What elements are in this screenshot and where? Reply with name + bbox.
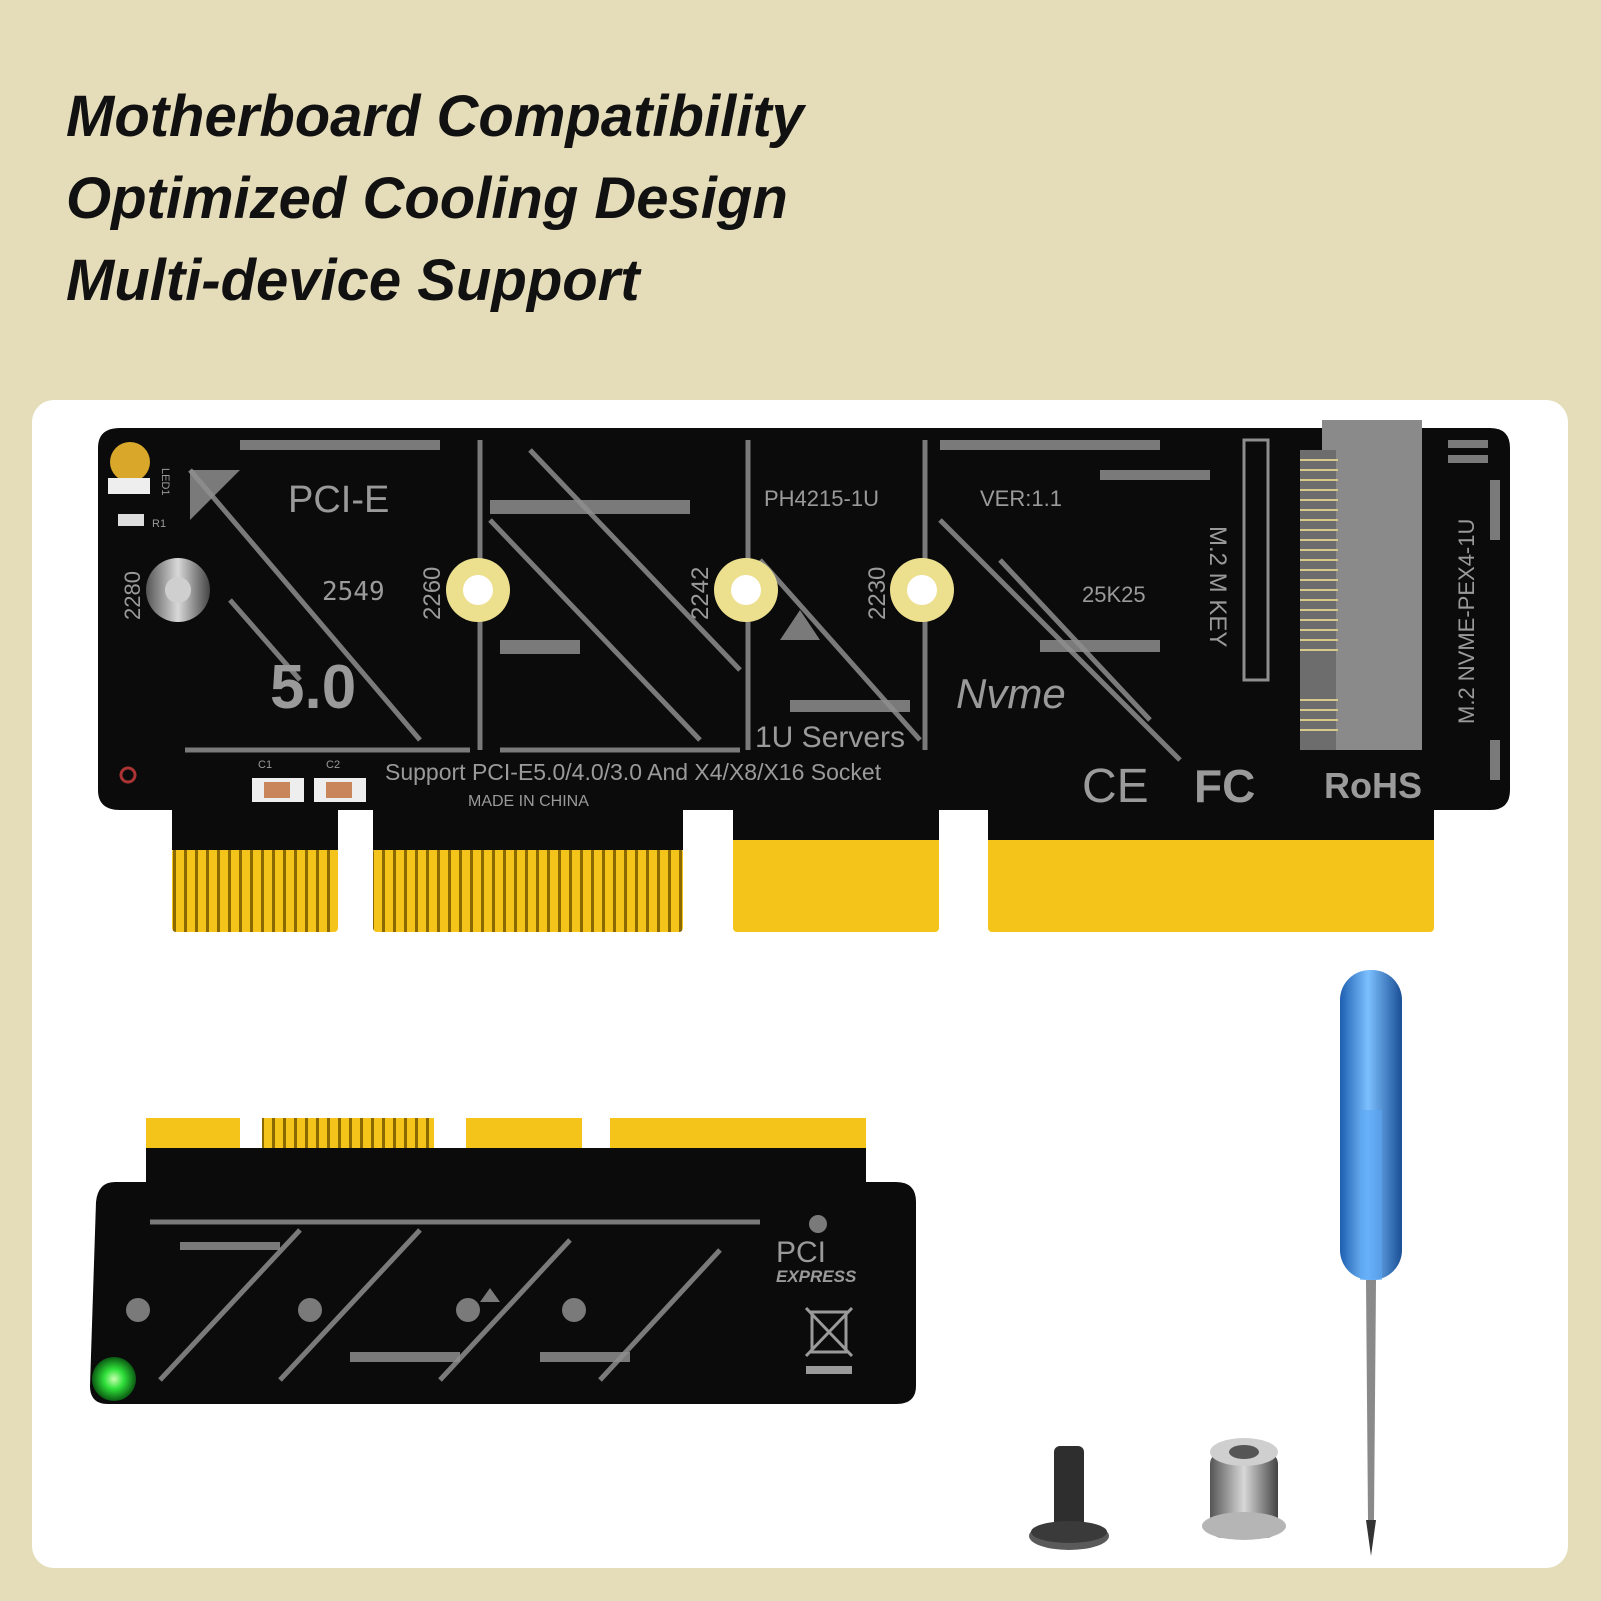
weee-bin-icon	[804, 1306, 854, 1358]
led-label: LED1	[159, 468, 171, 496]
rohs-mark: RoHS	[1324, 765, 1422, 806]
nvme-label: Nvme	[956, 670, 1066, 717]
gold-fingers-2	[373, 848, 683, 932]
size-2260: 2260	[419, 567, 446, 620]
standoff-nut	[1202, 1438, 1286, 1540]
adapter-board-front: LED1 R1 PCI-E 5.0 2549 2280 2260 2242 22…	[98, 420, 1510, 932]
rear-hole-4	[562, 1298, 586, 1322]
key-label: M.2 M KEY	[1204, 526, 1231, 647]
c1-label: C1	[258, 759, 272, 771]
pcie-label: PCI-E	[288, 479, 389, 521]
led-top	[110, 442, 150, 482]
size-2230: 2230	[864, 567, 891, 620]
rear-hole-2	[298, 1298, 322, 1322]
headline-multi-device: Multi-device Support	[66, 248, 640, 313]
support-text: Support PCI-E5.0/4.0/3.0 And X4/X8/X16 S…	[385, 759, 882, 785]
size-2280: 2280	[120, 571, 145, 620]
ce-mark: CE	[1082, 760, 1149, 813]
pci-logo: PCI	[776, 1236, 826, 1269]
m2-socket	[1242, 420, 1422, 750]
size-2242: 2242	[687, 567, 714, 620]
version-label: VER:1.1	[980, 486, 1062, 511]
rear-hole-3	[456, 1298, 480, 1322]
date-code: 25K25	[1082, 582, 1146, 607]
r1-label: R1	[152, 518, 166, 530]
headline-cooling: Optimized Cooling Design	[66, 166, 788, 231]
fc-mark: FC	[1194, 760, 1255, 812]
gen-label: 5.0	[270, 653, 356, 722]
adapter-board-rear: PCI EXPRESS	[90, 1118, 916, 1404]
servers-label: 1U Servers	[755, 721, 905, 754]
rear-pcb-body	[90, 1182, 916, 1404]
gold-fingers-1	[172, 848, 338, 932]
gold-pad-3	[733, 836, 939, 932]
express-logo: EXPRESS	[776, 1267, 857, 1286]
headline-compatibility: Motherboard Compatibility	[66, 84, 804, 149]
c2-label: C2	[326, 759, 340, 771]
flat-screw	[1029, 1446, 1109, 1550]
gold-pad-4	[988, 836, 1434, 932]
led-green	[92, 1357, 136, 1401]
side-model-label: M.2 NVME-PEX4-1U	[1454, 519, 1479, 724]
code-2549: 2549	[322, 577, 385, 607]
model-label: PH4215-1U	[764, 486, 879, 511]
screwdriver	[1340, 970, 1402, 1556]
rear-hole-1	[126, 1298, 150, 1322]
made-in-label: MADE IN CHINA	[468, 793, 589, 810]
